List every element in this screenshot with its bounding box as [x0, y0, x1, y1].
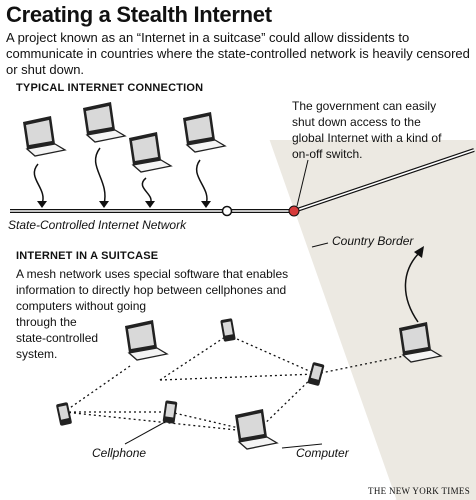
laptop-icon: [399, 322, 443, 363]
mesh-links: [63, 334, 405, 433]
subtitle: A project known as an “Internet in a sui…: [6, 30, 470, 77]
source-credit: THE NEW YORK TIMES: [368, 486, 470, 496]
border-label: Country Border: [332, 234, 414, 248]
desc-line: state-controlled: [16, 331, 99, 345]
desc-line: system.: [16, 347, 58, 361]
laptop-icon: [125, 320, 169, 361]
laptop-arrows: [33, 147, 208, 205]
laptop-icon: [183, 112, 227, 153]
gov-note-line: global Internet with a kind of: [292, 131, 442, 145]
suitcase-heading: INTERNET IN A SUITCASE: [16, 250, 159, 262]
global-internet-line: [293, 148, 475, 213]
gov-note-line: The government can easily: [292, 99, 437, 113]
cellphone-icon: [220, 318, 236, 342]
arrowhead-icon: [145, 201, 155, 208]
laptop-icon: [129, 132, 173, 173]
laptop-arrowheads: [37, 201, 211, 208]
arrow-icon: [94, 147, 106, 205]
arrow-icon: [195, 159, 208, 205]
arrowhead-icon: [414, 246, 424, 258]
laptop-icon: [23, 116, 67, 157]
arrowhead-icon: [99, 201, 109, 208]
gov-note-line: on-off switch.: [292, 147, 363, 161]
border-crossing-arrow: [404, 251, 421, 323]
typical-heading: TYPICAL INTERNET CONNECTION: [16, 82, 204, 94]
computer-label: Computer: [296, 446, 349, 460]
gov-note: The government can easily shut down acce…: [292, 98, 474, 162]
arrowhead-icon: [201, 201, 211, 208]
desc-line: information to directly hop between cell…: [16, 283, 287, 297]
cellphone-icon: [56, 402, 72, 426]
mesh-laptops: [125, 320, 443, 450]
cellphone-label: Cellphone: [92, 446, 147, 460]
desc-line: through the: [16, 315, 77, 329]
foreign-region-shading: [268, 140, 476, 500]
desc-line: A mesh network uses special software tha…: [16, 267, 289, 281]
on-off-switch-node: [288, 205, 300, 217]
arrowhead-icon: [37, 201, 47, 208]
cellphone-label-leader: [124, 421, 166, 445]
desc-line: computers without going: [16, 299, 147, 313]
suitcase-desc: A mesh network uses special software tha…: [16, 266, 316, 362]
mesh-cellphones: [56, 318, 325, 426]
arrow-icon: [141, 177, 152, 205]
laptop-icon: [83, 102, 127, 143]
page-title: Creating a Stealth Internet: [6, 2, 272, 27]
border-label-leader-line: [311, 242, 329, 248]
cellphone-icon: [162, 400, 178, 424]
cellphone-icon: [307, 362, 325, 386]
network-label: State-Controlled Internet Network: [8, 218, 187, 232]
country-border-line: [266, 139, 397, 500]
arrow-icon: [33, 163, 44, 205]
network-node: [221, 205, 233, 217]
gov-note-leader-line: [296, 159, 309, 207]
gov-note-line: shut down access to the: [292, 115, 421, 129]
laptop-icon: [235, 409, 279, 450]
typical-laptops: [23, 102, 227, 173]
computer-label-leader: [281, 443, 323, 449]
